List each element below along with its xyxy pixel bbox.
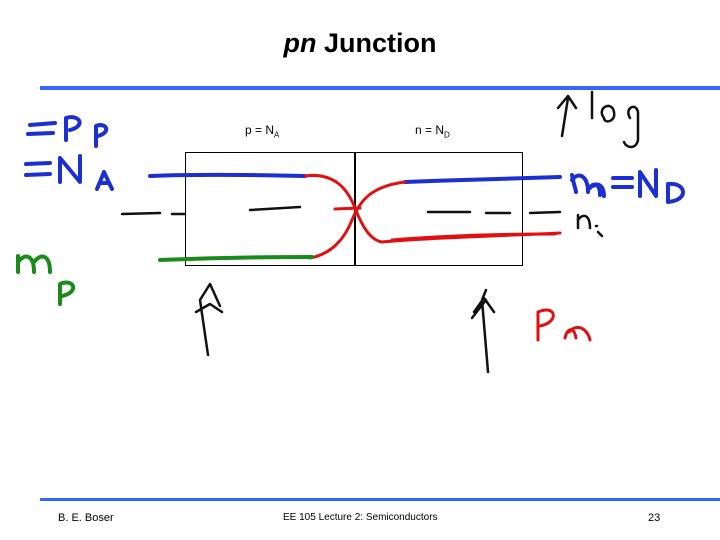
log-arrow [556,94,578,138]
letter-i-ni [594,224,604,238]
pp-level-line [148,172,307,178]
ni-dash-left [120,211,187,216]
np-level-line [158,255,314,262]
nn-level-line [403,175,562,184]
np-to-nn-curve [308,180,407,260]
letter-n-nn [570,173,590,194]
slide-title: pn Junction [0,28,720,59]
ni-dash-right [426,210,562,215]
letter-p2 [94,123,109,148]
red-ink [303,173,592,342]
equals-na [24,161,52,177]
ni-cross [333,206,362,211]
p-region-label: p = NA [245,123,280,140]
letter-n-pn [563,326,592,342]
page-number: 23 [648,512,661,524]
p-side-arrow [194,282,224,357]
n-side-arrow [470,288,496,374]
ni-dash-mid [248,205,302,212]
equals-nd [611,176,634,189]
letter-p1 [64,115,82,142]
pn-level-line [390,232,557,242]
letter-n-np [16,254,52,274]
letter-n-ni [576,213,592,230]
blue-ink [24,115,685,204]
equals-pp [26,121,57,136]
letter-d [666,181,685,204]
n-region-label: n = ND [415,123,450,140]
title-text: Junction [316,28,437,58]
header-rule [40,86,720,90]
footer-course: EE 105 Lecture 2: Semiconductors [283,512,438,523]
footer-author: B. E. Boser [58,512,114,524]
footer-rule [40,498,720,501]
black-ink [120,90,640,374]
green-ink [16,254,314,306]
letter-o [600,104,616,123]
title-italic: pn [283,28,317,58]
letter-p-np [58,280,75,306]
letter-g [622,105,640,149]
letter-n [58,154,82,184]
letter-n-nd [638,168,658,198]
letter-n-sub [588,182,606,198]
letter-a [95,170,114,191]
letter-p-pn [536,308,555,342]
